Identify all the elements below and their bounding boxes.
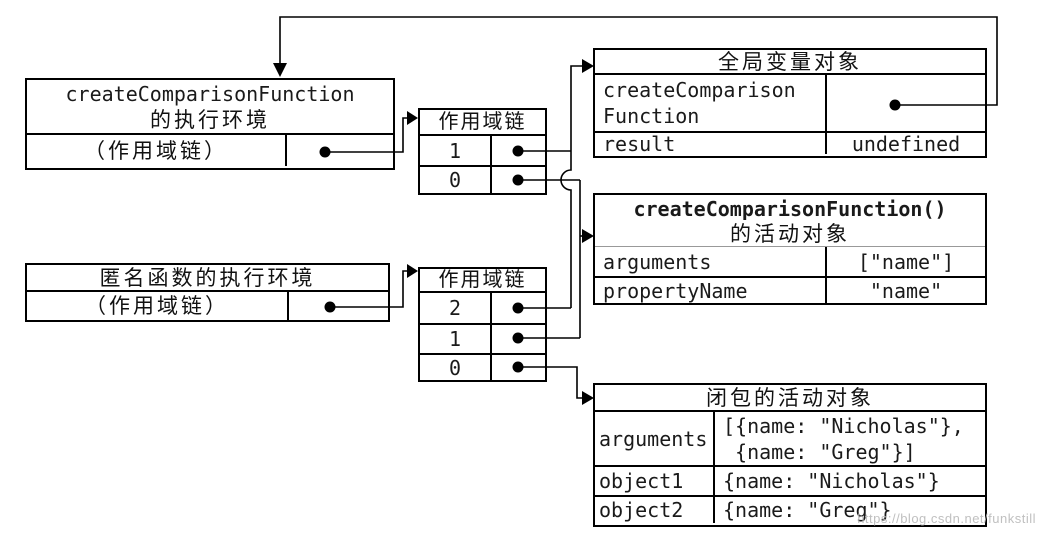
scope-chain-top-title: 作用域链 <box>438 111 527 133</box>
scope-index: 0 <box>448 355 462 380</box>
property-value: undefined <box>825 133 985 154</box>
property-value: [{name: "Nicholas"}, {name: "Greg"}] <box>713 412 985 465</box>
closure-object1-row: object1 {name: "Nicholas"} <box>595 465 985 495</box>
property-value: "name" <box>825 278 985 303</box>
box-exec-env-create: createComparisonFunction 的执行环境 （作用域链） <box>25 78 395 170</box>
property-key: arguments <box>599 426 708 451</box>
global-object-func-row: createComparison Function <box>595 75 985 131</box>
arrowhead-right-chain-bottom <box>407 264 418 278</box>
closure-arguments-row: arguments [{name: "Nicholas"}, {name: "G… <box>595 412 985 465</box>
create-activation-title-code: createComparisonFunction() <box>633 196 947 221</box>
exec-env-anon-scope-row: （作用域链） <box>27 292 388 320</box>
property-value: {name: "Greg"} <box>713 497 985 523</box>
closure-object2-row: object2 {name: "Greg"} <box>595 495 985 523</box>
property-key: result <box>603 133 676 154</box>
pointer-cell <box>490 167 545 193</box>
arrowhead-down-exec-env <box>273 63 287 77</box>
property-key: propertyName <box>603 278 748 303</box>
pointer-cell <box>490 136 545 165</box>
scope-index: 1 <box>448 138 462 163</box>
scope-chain-pointer-cell <box>285 135 393 166</box>
global-object-result-row: result undefined <box>595 131 985 154</box>
box-scope-chain-bottom: 作用域链 2 1 0 <box>418 267 547 382</box>
exec-env-anon-title: 匿名函数的执行环境 <box>99 265 316 290</box>
property-key: arguments <box>603 249 712 274</box>
pointer-cell <box>490 355 545 380</box>
scope-index: 0 <box>448 168 462 192</box>
scope-chain-bottom-row-1: 1 <box>420 323 545 353</box>
scope-chain-bottom-row-2: 2 <box>420 293 545 323</box>
scope-chain-bottom-header: 作用域链 <box>420 269 545 293</box>
box-scope-chain-top: 作用域链 1 0 <box>418 108 547 195</box>
exec-env-create-header: createComparisonFunction 的执行环境 <box>27 80 393 135</box>
closure-activation-header: 闭包的活动对象 <box>595 385 985 412</box>
box-exec-env-anon: 匿名函数的执行环境 （作用域链） <box>25 263 390 322</box>
scope-chain-top-row-0: 0 <box>420 165 545 193</box>
global-object-header: 全局变量对象 <box>595 50 985 75</box>
exec-env-create-scope-row: （作用域链） <box>27 135 393 166</box>
property-key: createComparison Function <box>603 78 796 128</box>
box-global-object: 全局变量对象 createComparison Function result … <box>593 48 987 158</box>
property-value: ["name"] <box>825 247 985 276</box>
property-value: {name: "Nicholas"} <box>713 467 985 495</box>
exec-env-create-title-cjk: 的执行环境 <box>150 107 270 132</box>
scope-chain-pointer-cell <box>287 292 388 320</box>
exec-env-create-title-code: createComparisonFunction <box>65 81 355 106</box>
box-closure-activation-object: 闭包的活动对象 arguments [{name: "Nicholas"}, {… <box>593 383 987 527</box>
scope-chain-bottom-title: 作用域链 <box>438 269 527 291</box>
scope-index: 1 <box>448 327 462 351</box>
watermark-text: https://blog.csdn.net/funkstill <box>857 511 1036 526</box>
scope-chain-label: （作用域链） <box>85 294 229 318</box>
create-activation-arguments-row: arguments ["name"] <box>595 247 985 276</box>
scope-chain-bottom-row-0: 0 <box>420 353 545 380</box>
pointer-cell <box>490 293 545 323</box>
box-create-activation-object: createComparisonFunction() 的活动对象 argumen… <box>593 193 987 305</box>
function-pointer-cell <box>825 75 985 131</box>
arrowhead-right-chain-top <box>407 111 418 125</box>
create-activation-title-cjk: 的活动对象 <box>730 221 850 246</box>
global-object-title: 全局变量对象 <box>718 49 862 74</box>
property-key: object2 <box>599 498 684 522</box>
scope-chain-top-row-1: 1 <box>420 136 545 165</box>
pointer-cell <box>490 325 545 353</box>
create-activation-propertyname-row: propertyName "name" <box>595 276 985 303</box>
closure-activation-title: 闭包的活动对象 <box>706 385 874 410</box>
scope-index: 2 <box>448 296 462 320</box>
exec-env-anon-header: 匿名函数的执行环境 <box>27 265 388 292</box>
property-key: object1 <box>599 469 684 493</box>
scope-chain-label: （作用域链） <box>84 138 228 163</box>
wire-to-global-object <box>560 65 583 308</box>
scope-chain-top-header: 作用域链 <box>420 110 545 136</box>
create-activation-header: createComparisonFunction() 的活动对象 <box>595 195 985 247</box>
